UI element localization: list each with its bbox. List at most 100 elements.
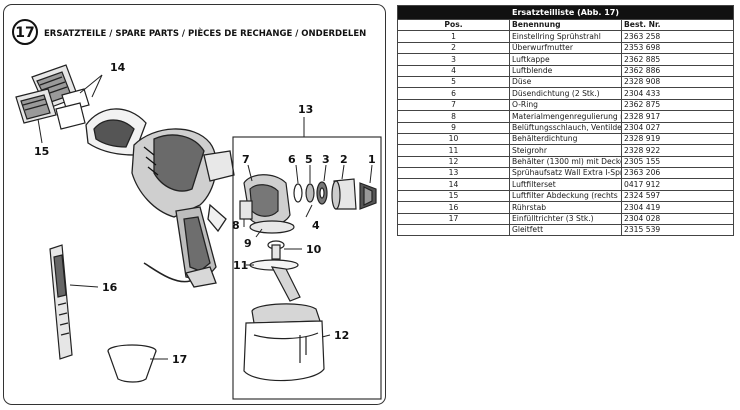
stirring-stick <box>49 244 73 360</box>
order-number-cell: 2363 206 <box>621 167 734 180</box>
order-number-cell: 2363 258 <box>621 30 734 43</box>
order-number-cell: 2328 908 <box>621 75 734 89</box>
pos-cell: 5 <box>397 75 510 89</box>
pos-cell: 12 <box>397 155 510 169</box>
callout-7: 7 <box>242 153 250 166</box>
name-cell: Überwurfmutter <box>509 41 622 55</box>
order-number-cell: 2362 875 <box>621 98 734 112</box>
name-cell: Luftblende <box>509 64 622 77</box>
table-title-row: Ersatzteilliste (Abb. 17) <box>397 5 734 20</box>
callout-12: 12 <box>334 329 349 342</box>
pos-cell: 11 <box>397 144 510 157</box>
pos-cell: 1 <box>397 30 510 43</box>
name-cell: O-Ring <box>509 98 622 112</box>
pos-cell: 15 <box>397 189 510 203</box>
name-cell: Einstellring Sprühstrahl <box>509 30 622 43</box>
pos-cell: 9 <box>397 121 510 134</box>
pos-cell: 14 <box>397 178 510 191</box>
callout-3: 3 <box>322 153 330 166</box>
name-cell: Steigrohr <box>509 144 622 157</box>
name-cell: Einfülltrichter (3 Stk.) <box>509 212 622 226</box>
pos-cell: 7 <box>397 98 510 112</box>
order-number-cell: 2315 539 <box>621 224 734 237</box>
name-cell: Luftfilter Abdeckung (rechts + links) <box>509 189 622 203</box>
name-cell: Materialmengenregulierung mit Feder kpl. <box>509 110 622 123</box>
name-cell: Rührstab <box>509 201 622 214</box>
callout-1: 1 <box>368 153 376 166</box>
column-header-order-number: Best. Nr. <box>621 18 734 32</box>
pos-cell: 4 <box>397 64 510 77</box>
name-cell: Gleitfett <box>509 224 622 237</box>
order-number-cell: 2304 419 <box>621 201 734 214</box>
funnel <box>107 344 157 383</box>
spray-attachment-frame <box>232 117 382 400</box>
callout-14: 14 <box>110 61 126 74</box>
order-number-cell: 0417 912 <box>621 178 734 191</box>
order-number-cell: 2304 433 <box>621 87 734 100</box>
pos-cell: 8 <box>397 110 510 123</box>
order-number-cell: 2324 597 <box>621 189 734 203</box>
order-number-cell: 2304 028 <box>621 212 734 226</box>
spray-gun-housing <box>85 108 235 288</box>
callout-17: 17 <box>172 353 187 366</box>
callout-2: 2 <box>340 153 348 166</box>
order-number-cell: 2305 155 <box>621 155 734 169</box>
figure-number-badge: 17 <box>12 19 38 45</box>
callout-13: 13 <box>298 103 313 116</box>
order-number-cell: 2328 917 <box>621 110 734 123</box>
parts-list-table: Ersatzteilliste (Abb. 17) Pos. Benennung… <box>397 5 734 237</box>
column-header-pos: Pos. <box>397 18 510 32</box>
callout-leaders <box>37 74 103 144</box>
spare-parts-figure: 17 ERSATZTEILE / SPARE PARTS / PIÈCES DE… <box>3 4 386 405</box>
figure-number: 17 <box>15 25 34 41</box>
callout-labels: 1 2 3 4 5 6 7 8 9 10 11 12 13 14 15 16 1… <box>34 61 376 366</box>
name-cell: Düse <box>509 75 622 89</box>
pos-cell: 6 <box>397 87 510 100</box>
callout-6: 6 <box>288 153 296 166</box>
callout-5: 5 <box>305 153 313 166</box>
pos-cell: 16 <box>397 201 510 214</box>
column-header-name: Benennung <box>509 18 622 32</box>
callout-15: 15 <box>34 145 49 158</box>
order-number-cell: 2328 922 <box>621 144 734 157</box>
order-number-cell: 2362 885 <box>621 53 734 66</box>
callout-11: 11 <box>233 259 248 272</box>
name-cell: Behälter (1300 ml) mit Deckel <box>509 155 622 169</box>
table-header-row: Pos. Benennung Best. Nr. <box>397 18 734 32</box>
air-filter-covers <box>15 64 90 130</box>
order-number-cell: 2362 886 <box>621 64 734 77</box>
name-cell: Luftfilterset <box>509 178 622 191</box>
parts-list-panel: Ersatzteilliste (Abb. 17) Pos. Benennung… <box>397 5 734 237</box>
exploded-view-drawing: 17 ERSATZTEILE / SPARE PARTS / PIÈCES DE… <box>12 19 382 400</box>
order-number-cell: 2328 919 <box>621 132 734 146</box>
pos-cell: 17 <box>397 212 510 226</box>
callout-16: 16 <box>102 281 118 294</box>
name-cell: Sprühaufsatz Wall Extra I-Spray mit Behä… <box>509 167 622 180</box>
name-cell: Luftkappe <box>509 53 622 66</box>
callout-4: 4 <box>312 219 320 232</box>
name-cell: Düsendichtung (2 Stk.) <box>509 87 622 100</box>
order-number-cell: 2304 027 <box>621 121 734 134</box>
pos-cell: 2 <box>397 41 510 55</box>
name-cell: Belüftungsschlauch, Ventildeckel, Membra… <box>509 121 622 134</box>
callout-10: 10 <box>306 243 322 256</box>
callout-8: 8 <box>232 219 240 232</box>
pos-cell: 10 <box>397 132 510 146</box>
name-cell: Behälterdichtung <box>509 132 622 146</box>
callout-9: 9 <box>244 237 252 250</box>
